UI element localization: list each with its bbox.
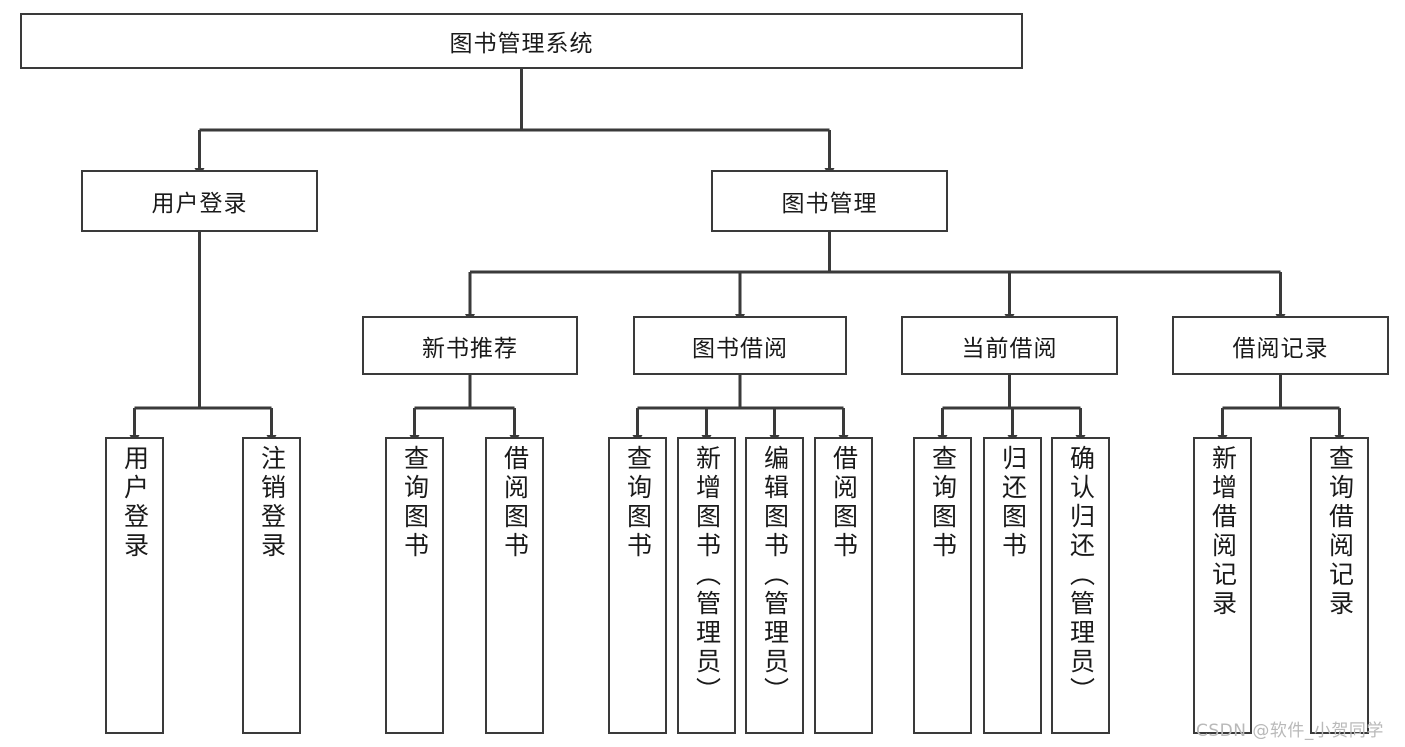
node-leaf-rec-borrow[interactable]: 借阅图书	[485, 437, 544, 734]
node-label-root: 图书管理系统	[449, 31, 594, 57]
node-label-leaf-bb-query: 查询图书	[623, 445, 653, 561]
node-label-leaf-user-login: 用户登录	[120, 445, 150, 561]
node-label-current-borrow: 当前借阅	[961, 335, 1058, 362]
node-book-manage[interactable]: 图书管理	[711, 170, 948, 232]
node-label-leaf-user-logout: 注销登录	[257, 445, 287, 561]
node-borrow-record[interactable]: 借阅记录	[1172, 316, 1389, 375]
node-leaf-bb-borrow[interactable]: 借阅图书	[814, 437, 873, 734]
node-book-borrow[interactable]: 图书借阅	[633, 316, 847, 375]
node-label-user-login: 用户登录	[151, 191, 248, 217]
watermark-text: CSDN @软件_小贺同学	[1196, 721, 1384, 741]
node-leaf-bb-add[interactable]: 新增图书（管理员）	[677, 437, 736, 734]
node-label-book-borrow: 图书借阅	[692, 335, 788, 362]
node-leaf-br-query[interactable]: 查询借阅记录	[1310, 437, 1369, 734]
node-root[interactable]: 图书管理系统	[20, 13, 1023, 69]
node-label-leaf-bb-borrow: 借阅图书	[829, 445, 859, 561]
node-label-leaf-rec-query: 查询图书	[400, 445, 430, 561]
node-leaf-bb-edit[interactable]: 编辑图书（管理员）	[745, 437, 804, 734]
node-current-borrow[interactable]: 当前借阅	[901, 316, 1118, 375]
node-label-book-manage: 图书管理	[781, 191, 878, 217]
node-label-leaf-br-add: 新增借阅记录	[1208, 445, 1238, 619]
node-label-leaf-rec-borrow: 借阅图书	[500, 445, 530, 561]
node-label-leaf-cb-confirm: 确认归还（管理员）	[1066, 445, 1096, 706]
node-leaf-bb-query[interactable]: 查询图书	[608, 437, 667, 734]
node-leaf-rec-query[interactable]: 查询图书	[385, 437, 444, 734]
node-leaf-br-add[interactable]: 新增借阅记录	[1193, 437, 1252, 734]
node-leaf-cb-query[interactable]: 查询图书	[913, 437, 972, 734]
node-label-leaf-cb-return: 归还图书	[998, 445, 1028, 561]
node-label-leaf-cb-query: 查询图书	[928, 445, 958, 561]
node-label-leaf-br-query: 查询借阅记录	[1325, 445, 1355, 619]
node-label-new-book-rec: 新书推荐	[422, 335, 518, 362]
node-user-login[interactable]: 用户登录	[81, 170, 318, 232]
node-leaf-user-logout[interactable]: 注销登录	[242, 437, 301, 734]
node-new-book-rec[interactable]: 新书推荐	[362, 316, 578, 375]
node-label-leaf-bb-edit: 编辑图书（管理员）	[760, 445, 790, 706]
node-label-borrow-record: 借阅记录	[1232, 335, 1329, 362]
node-leaf-user-login[interactable]: 用户登录	[105, 437, 164, 734]
node-leaf-cb-confirm[interactable]: 确认归还（管理员）	[1051, 437, 1110, 734]
node-label-leaf-bb-add: 新增图书（管理员）	[692, 445, 722, 706]
node-leaf-cb-return[interactable]: 归还图书	[983, 437, 1042, 734]
